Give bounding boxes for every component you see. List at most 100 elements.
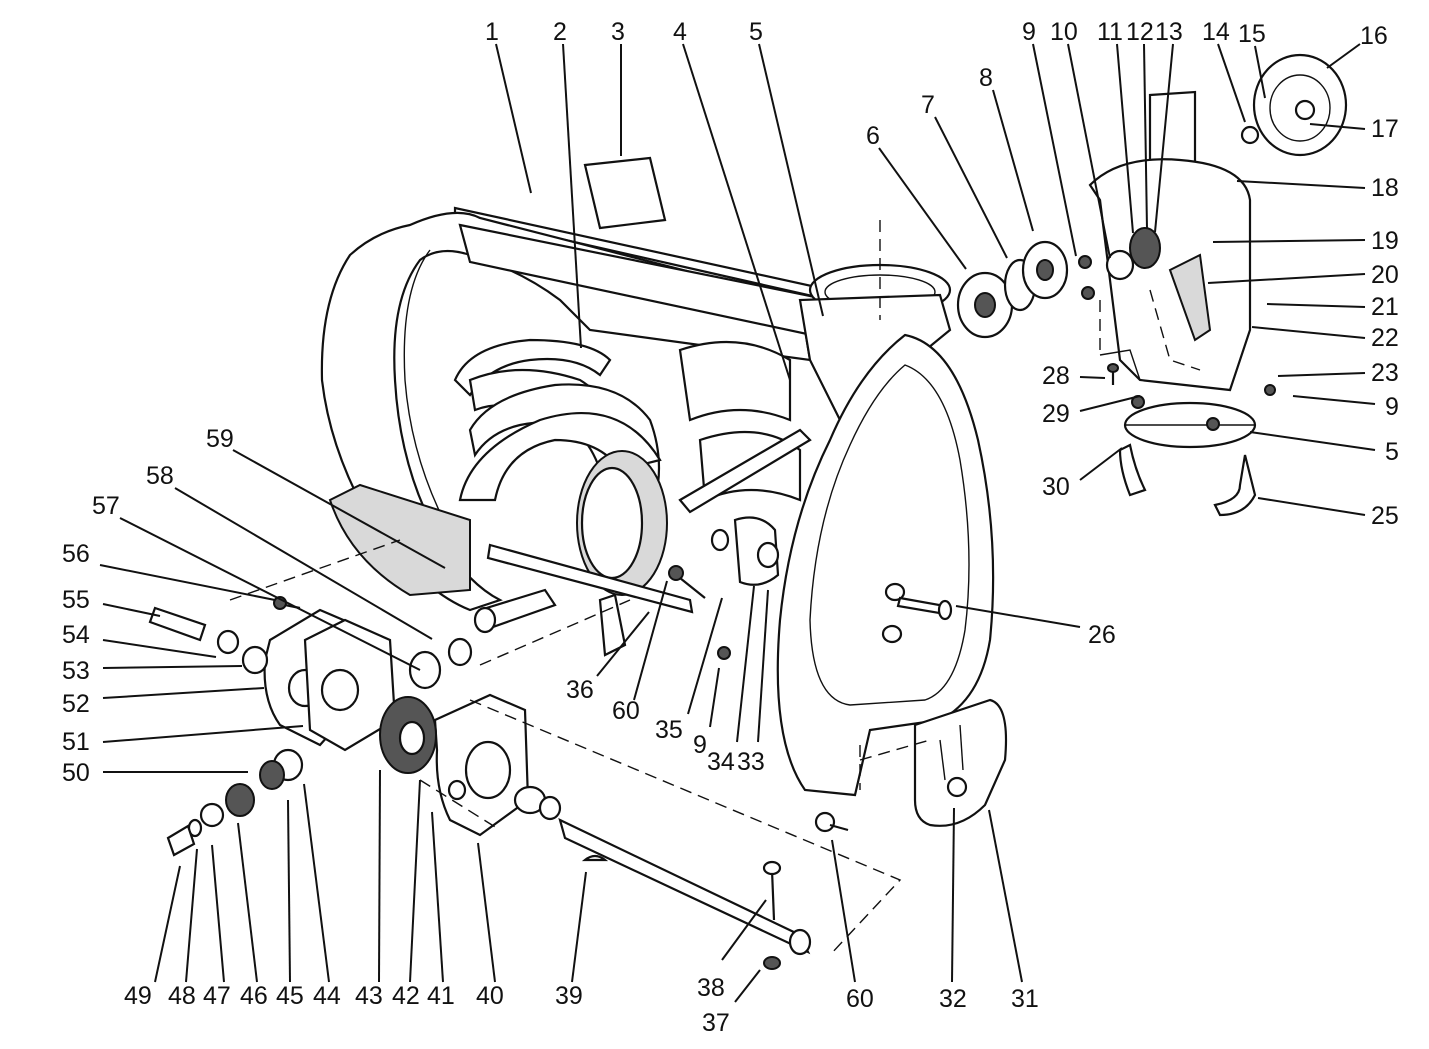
callout-36: 36: [566, 676, 594, 704]
callout-50: 50: [62, 759, 90, 787]
callout-22: 22: [1371, 324, 1399, 352]
callout-58: 58: [146, 462, 174, 490]
nut-9b: [1081, 286, 1095, 300]
bearing-53: [241, 645, 269, 675]
callout-16: 16: [1360, 22, 1388, 50]
callout-11: 11: [1097, 18, 1123, 46]
bushing-49: [166, 824, 196, 857]
seal-40: [538, 795, 562, 821]
callout-40: 40: [476, 982, 504, 1010]
drive-shaft-end: [788, 928, 812, 956]
callout-52: 52: [62, 690, 90, 718]
gear-case-front: [263, 608, 397, 752]
bolt-38-head: [762, 860, 782, 876]
bolt-38: [770, 869, 776, 921]
callout-35: 35: [655, 716, 683, 744]
callout-33: 33: [737, 748, 765, 776]
callout-6: 6: [866, 122, 880, 150]
callout-56: 56: [62, 540, 90, 568]
washer-47: [199, 802, 225, 828]
callout-19: 19: [1371, 227, 1399, 255]
bearing-45: [259, 760, 285, 790]
callout-30: 30: [1042, 473, 1070, 501]
bolt-28-head: [1107, 363, 1119, 373]
flange-bore-8: [1036, 259, 1054, 281]
shaft-key-55: [148, 606, 207, 642]
callout-41: 41: [427, 982, 455, 1010]
callout-47: 47: [203, 982, 231, 1010]
callout-37: 37: [702, 1009, 730, 1037]
callout-25: 25: [1371, 502, 1399, 530]
callout-31: 31: [1011, 985, 1039, 1013]
pulley-inner: [1269, 74, 1331, 142]
callout-49: 49: [124, 982, 152, 1010]
callout-44: 44: [313, 982, 341, 1010]
impeller-hub: [580, 466, 644, 580]
callout-9b: 9: [1385, 393, 1399, 421]
callout-34: 34: [707, 748, 735, 776]
bolt-60-shank: [829, 823, 849, 832]
right-side-plate: [776, 333, 995, 797]
callout-4: 4: [673, 18, 687, 46]
callout-45: 45: [276, 982, 304, 1010]
callout-14: 14: [1202, 18, 1230, 46]
callout-10: 10: [1050, 18, 1078, 46]
pulley-hub: [1294, 99, 1316, 121]
callout-59: 59: [206, 425, 234, 453]
callout-60b: 60: [846, 985, 874, 1013]
callout-20: 20: [1371, 261, 1399, 289]
stub-shaft-end: [473, 606, 497, 634]
gear-12: [1129, 227, 1161, 269]
bearing-58: [408, 650, 442, 690]
callout-7: 7: [921, 91, 935, 119]
callout-60a: 60: [612, 697, 640, 725]
callout-15: 15: [1238, 20, 1266, 48]
callout-5a: 5: [749, 18, 763, 46]
callout-12: 12: [1126, 18, 1154, 46]
callout-5b: 5: [1385, 438, 1399, 466]
bracket-bore: [756, 541, 780, 569]
callout-28: 28: [1042, 362, 1070, 390]
seal-57: [447, 637, 473, 667]
callout-55: 55: [62, 586, 90, 614]
callout-32: 32: [939, 985, 967, 1013]
callout-1: 1: [485, 18, 499, 46]
bolt-35-shank: [679, 577, 706, 599]
nut-9-right: [1264, 384, 1276, 396]
callout-23: 23: [1371, 359, 1399, 387]
callout-18: 18: [1371, 174, 1399, 202]
nut-37: [763, 956, 781, 970]
callout-54: 54: [62, 621, 90, 649]
callout-8: 8: [979, 64, 993, 92]
nut-9-lower: [717, 646, 731, 660]
bolt-5: [1206, 417, 1220, 431]
parts-artwork: [148, 53, 1348, 970]
callout-21: 21: [1371, 293, 1399, 321]
callout-46: 46: [240, 982, 268, 1010]
callout-17: 17: [1371, 115, 1399, 143]
callout-48: 48: [168, 982, 196, 1010]
bushing-bracket: [710, 528, 730, 552]
auger-shaft: [486, 543, 694, 614]
key-39: [581, 854, 609, 862]
auger-shaft-upper: [678, 428, 812, 514]
bolt-35-head: [668, 565, 684, 581]
drive-shaft: [558, 817, 811, 955]
gear-case-rear: [433, 693, 530, 837]
callouts: 1 2 3 4 5 6 7 8 9 10 11 12 13 14 15 16 1…: [62, 18, 1399, 1037]
callout-38: 38: [697, 974, 725, 1002]
decal-3: [583, 156, 667, 230]
callout-2: 2: [553, 18, 567, 46]
callout-51: 51: [62, 728, 90, 756]
callout-42: 42: [392, 982, 420, 1010]
nut-9: [1078, 255, 1092, 269]
callout-9c: 9: [693, 731, 707, 759]
callout-53: 53: [62, 657, 90, 685]
assembly-guide-lines: [229, 220, 1101, 956]
bushing-10: [1105, 249, 1135, 281]
bearing-bore-6: [974, 292, 996, 318]
bearing-54: [216, 629, 240, 655]
callout-43: 43: [355, 982, 383, 1010]
callout-13: 13: [1155, 18, 1183, 46]
